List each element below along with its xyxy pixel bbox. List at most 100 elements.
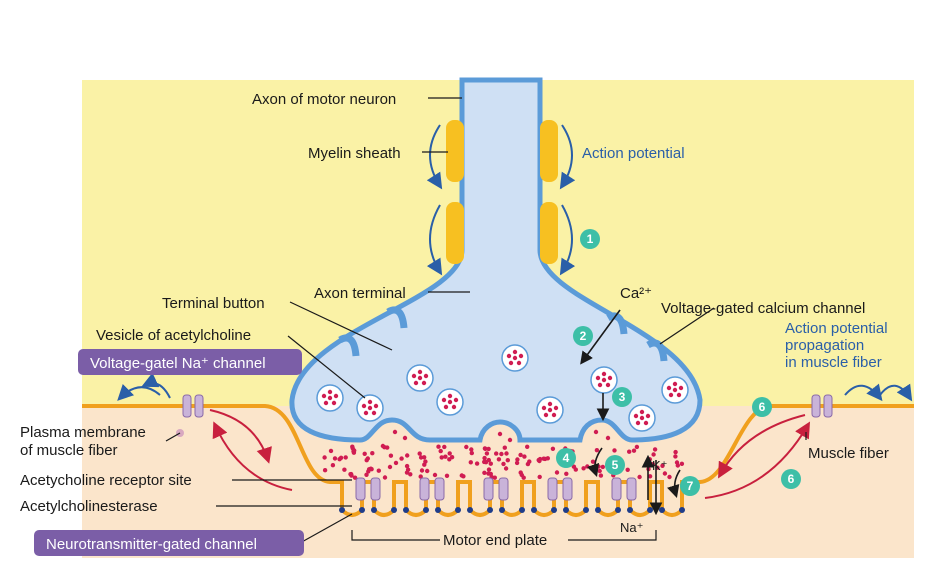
acetylcholine-molecule xyxy=(501,461,506,467)
vesicles-group xyxy=(316,344,689,432)
acetylcholine-molecule xyxy=(419,468,425,473)
acetylcholine-vesicle xyxy=(501,344,529,372)
acetylcholine-molecule xyxy=(399,456,404,461)
acetylcholine-molecule xyxy=(502,445,507,450)
acetylcholine-molecule xyxy=(505,458,510,463)
acetylcholine-molecule xyxy=(482,455,487,461)
acetylcholine-molecule xyxy=(507,437,513,443)
acetylcholinesterase-enzyme xyxy=(583,507,589,513)
acetylcholine-molecule xyxy=(402,435,408,441)
acetylcholine-molecule xyxy=(486,446,491,452)
acetylcholine-molecule xyxy=(537,458,542,464)
acetylcholine-molecule xyxy=(625,467,630,472)
acetylcholine-molecule xyxy=(482,470,487,475)
acetylcholinesterase-enzyme xyxy=(435,507,441,513)
acetylcholine-molecule xyxy=(596,464,601,469)
calcium-channel xyxy=(386,306,408,329)
ach-breakdown-arrow xyxy=(667,469,681,499)
acetylcholine-molecule xyxy=(322,468,328,473)
acetylcholine-molecule xyxy=(600,464,605,470)
acetylcholine-molecule xyxy=(660,463,665,468)
acetylcholine-molecule xyxy=(343,455,348,460)
acetylcholine-molecule xyxy=(537,474,542,480)
label-plasma-membrane-1: Plasma membrane xyxy=(20,424,146,441)
acetylcholine-molecule xyxy=(338,455,344,460)
acetylcholine-molecule xyxy=(442,444,447,450)
acetylcholine-molecule xyxy=(673,449,678,455)
label-ap-propagation-3: in muscle fiber xyxy=(785,354,882,371)
acetylcholine-molecule xyxy=(627,449,632,454)
acetylcholine-vesicle xyxy=(316,384,344,412)
acetylcholine-molecule xyxy=(594,448,600,453)
acetylcholine-receptor xyxy=(547,477,573,501)
svg-text:4: 4 xyxy=(563,451,570,465)
acetylcholine-molecule xyxy=(494,451,499,456)
acetylcholine-molecule xyxy=(447,457,452,462)
acetylcholine-molecule xyxy=(585,464,590,469)
calcium-influx-arrow xyxy=(580,309,621,365)
step-badge-4: 4 xyxy=(556,448,576,468)
step-badge-6: 6 xyxy=(752,397,772,417)
acetylcholine-molecule xyxy=(504,451,509,456)
acetylcholine-molecule xyxy=(370,451,375,456)
acetylcholine-molecule xyxy=(521,475,526,480)
myelin-segment xyxy=(446,120,464,182)
svg-text:Neurotransmitter-gated channel: Neurotransmitter-gated channel xyxy=(46,536,257,553)
acetylcholine-receptor xyxy=(419,477,445,501)
acetylcholine-molecule xyxy=(404,463,410,469)
acetylcholine-vesicle xyxy=(406,364,434,392)
svg-text:5: 5 xyxy=(612,458,619,472)
acetylcholinesterase-enzyme xyxy=(371,507,377,513)
acetylcholine-molecule xyxy=(486,471,491,476)
acetylcholine-molecule xyxy=(514,460,520,466)
acetylcholine-molecule xyxy=(408,472,413,477)
acetylcholine-molecule xyxy=(362,451,367,456)
acetylcholine-molecule xyxy=(497,431,503,437)
acetylcholine-receptor xyxy=(355,477,381,501)
acetylcholine-molecule xyxy=(322,455,327,460)
step-badge-7: 7 xyxy=(680,476,700,496)
acetylcholinesterase-enzyme xyxy=(659,507,665,513)
myelin-segment xyxy=(540,202,558,264)
acetylcholine-molecule xyxy=(422,455,427,460)
acetylcholine-molecule xyxy=(443,454,448,459)
label-motor-end-plate: Motor end plate xyxy=(443,532,547,549)
acetylcholine-molecule xyxy=(503,466,509,471)
acetylcholine-molecule xyxy=(492,475,497,480)
acetylcholine-molecule xyxy=(328,448,334,454)
propagation-arrow xyxy=(209,409,272,464)
step-badge-6: 6 xyxy=(781,469,801,489)
step-badge-2: 2 xyxy=(573,326,593,346)
callout-voltage-gated-na-channel: Voltage-gatel Na⁺ channel xyxy=(78,349,302,375)
acetylcholine-molecule xyxy=(388,453,394,458)
acetylcholine-molecule xyxy=(436,444,441,449)
acetylcholinesterase-enzyme xyxy=(339,507,345,513)
action-potential-arrow xyxy=(559,204,576,276)
label-axon-motor-neuron: Axon of motor neuron xyxy=(252,91,396,108)
acetylcholine-molecule xyxy=(417,451,422,456)
acetylcholine-molecule xyxy=(597,468,602,474)
acetylcholine-molecule xyxy=(662,471,668,476)
acetylcholine-vesicle xyxy=(356,394,384,422)
acetylcholine-molecule xyxy=(593,429,599,435)
callout-neurotransmitter-gated-channel: Neurotransmitter-gated channel xyxy=(34,530,304,556)
acetylcholine-molecule xyxy=(605,435,611,441)
acetylcholinesterase-enzyme xyxy=(679,507,685,513)
acetylcholine-molecule xyxy=(380,443,386,449)
label-axon-terminal: Axon terminal xyxy=(314,285,406,302)
acetylcholine-molecule xyxy=(488,461,493,466)
acetylcholinesterase-enzyme xyxy=(595,507,601,513)
acetylcholinesterase-enzyme xyxy=(467,507,473,513)
acetylcholinesterase-enzyme xyxy=(647,507,653,513)
svg-text:7: 7 xyxy=(687,479,694,493)
acetylcholine-molecule xyxy=(387,464,393,470)
surface-current-arrow xyxy=(117,383,161,401)
acetylcholinesterase-enzyme xyxy=(531,507,537,513)
acetylcholine-molecule xyxy=(499,451,504,457)
label-vesicle-acetylcholine: Vesicle of acetylcholine xyxy=(96,327,251,344)
acetylcholine-molecule xyxy=(564,471,569,476)
acetylcholine-molecule xyxy=(469,450,474,456)
acetylcholine-molecule xyxy=(382,475,388,480)
surface-current-arrow xyxy=(141,372,171,399)
